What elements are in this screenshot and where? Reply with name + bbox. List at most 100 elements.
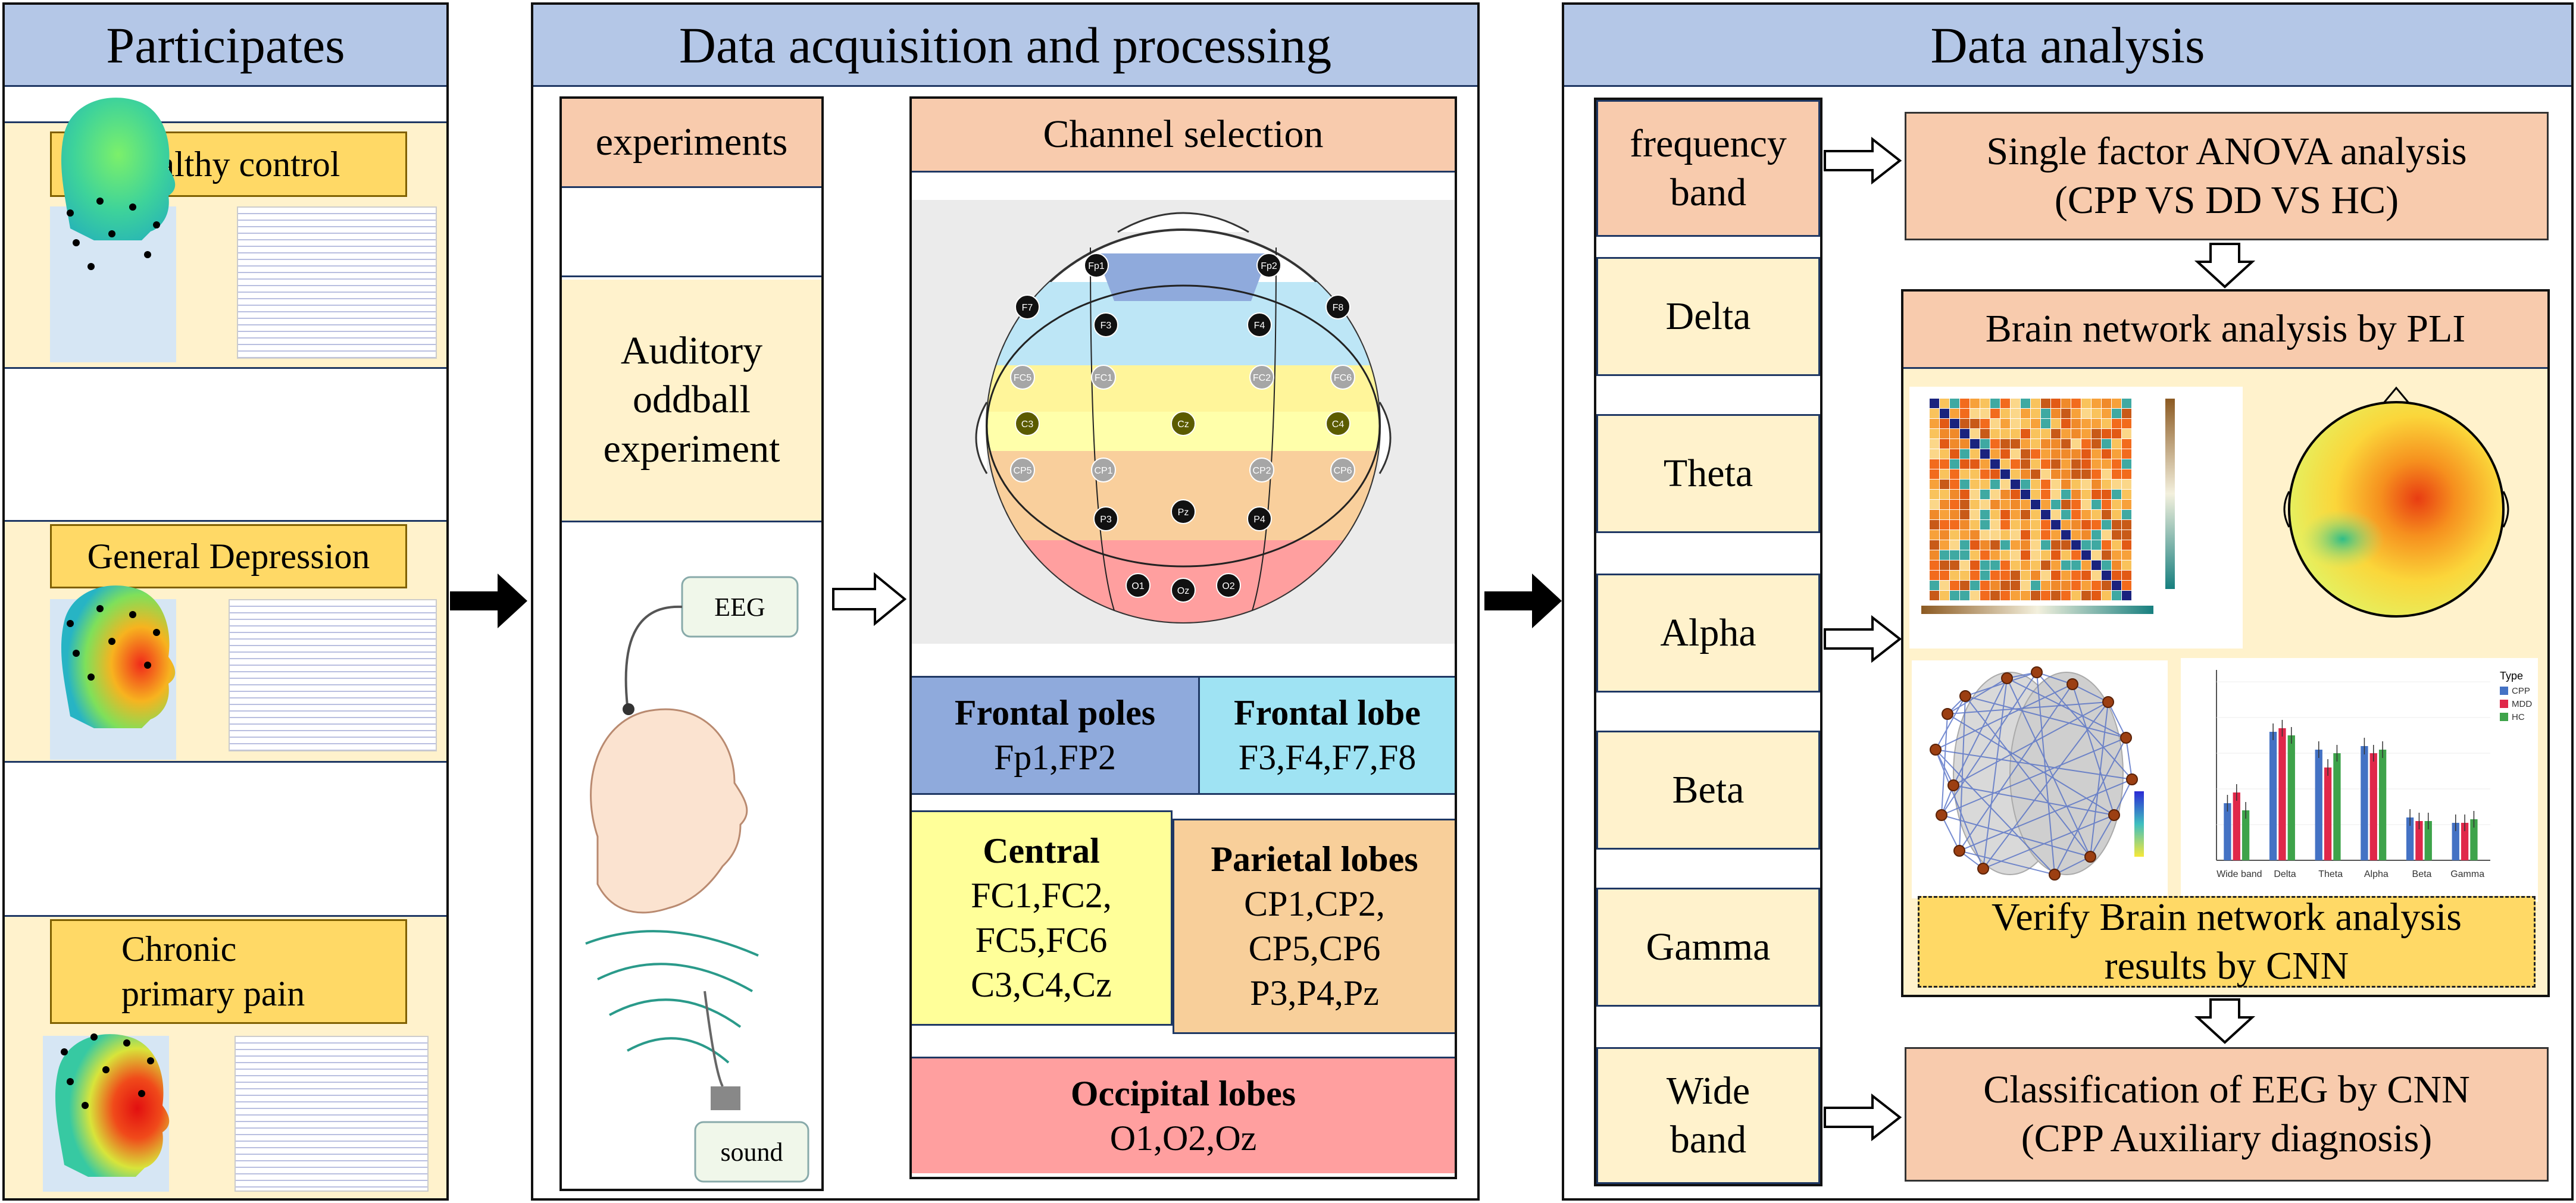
matrix-cell: [2011, 500, 2020, 509]
matrix-cell: [2041, 469, 2050, 479]
matrix-cell: [2051, 591, 2061, 600]
electrode-label: F4: [1254, 321, 1265, 331]
matrix-cell: [2031, 490, 2040, 499]
electrode-label: FC2: [1253, 373, 1271, 383]
matrix-cell: [2051, 429, 2061, 438]
electrode-dots: [61, 198, 160, 1109]
matrix-cell: [2000, 591, 2010, 600]
matrix-cell: [1980, 520, 1990, 530]
network-node: [2126, 773, 2138, 785]
matrix-cell: [2041, 459, 2050, 469]
matrix-cell: [1930, 469, 1939, 479]
matrix-cell: [2081, 419, 2091, 428]
network-node: [2084, 851, 2096, 863]
matrix-cell: [2092, 591, 2101, 600]
matrix-cell: [1930, 459, 1939, 469]
network-node: [1930, 744, 1942, 756]
band-delta: Delta: [1596, 257, 1820, 376]
matrix-cell: [1960, 520, 1969, 530]
matrix-cell: [2011, 530, 2020, 540]
network-edge: [1947, 678, 2008, 715]
network-edge: [1935, 684, 2073, 750]
matrix-cell: [2011, 581, 2020, 590]
matrix-cell: [2122, 449, 2131, 459]
matrix-cell: [2021, 520, 2030, 530]
network-edge: [1983, 678, 2008, 869]
matrix-cell: [2041, 399, 2050, 408]
matrix-cell: [1930, 500, 1939, 509]
matrix-cell: [2051, 439, 2061, 449]
eeg-trace-chronic-pain: [235, 1036, 429, 1192]
network-edge: [1935, 696, 1966, 750]
matrix-cell: [1980, 591, 1990, 600]
classify-line1: Classification of EEG by CNN: [1983, 1067, 2470, 1111]
matrix-cell: [2000, 449, 2010, 459]
matrix-cell: [1990, 571, 2000, 580]
matrix-cell: [2021, 419, 2030, 428]
matrix-cell: [2031, 591, 2040, 600]
matrix-cell: [1930, 510, 1939, 519]
matrix-cell: [1990, 581, 2000, 590]
matrix-cell: [2011, 469, 2020, 479]
matrix-cell: [1980, 490, 1990, 499]
matrix-cell: [2071, 530, 2081, 540]
network-node: [1947, 779, 1959, 791]
matrix-cell: [2081, 449, 2091, 459]
matrix-cell: [2000, 560, 2010, 570]
electrode-label: CP6: [1333, 466, 1352, 476]
matrix-cell: [2112, 560, 2121, 570]
electrode-fc5: [1010, 365, 1035, 390]
matrix-cell: [2041, 500, 2050, 509]
matrix-cell: [2102, 540, 2111, 550]
network-node: [1936, 809, 1947, 821]
matrix-cell: [2092, 439, 2101, 449]
network-edge: [1965, 696, 2091, 857]
network-edge: [2125, 737, 2133, 780]
matrix-cell: [2122, 550, 2131, 560]
network-edge: [1941, 814, 2091, 857]
band-wide-text: Wide band: [1666, 1069, 1750, 1162]
matrix-cell: [2122, 540, 2131, 550]
electrode-label: C3: [1021, 419, 1034, 430]
matrix-cell: [2122, 520, 2131, 530]
matrix-cell: [2041, 449, 2050, 459]
electrode-label: C4: [1332, 419, 1345, 430]
experiment-name: Auditory oddball experiment: [562, 280, 821, 522]
matrix-cell: [1970, 540, 1980, 550]
matrix-cell: [2071, 480, 2081, 489]
bar-hc: [2242, 810, 2250, 860]
matrix-cell: [1940, 530, 1949, 540]
matrix-cell: [2102, 439, 2111, 449]
network-edge: [2036, 672, 2055, 875]
matrix-cell: [1980, 571, 1990, 580]
network-node: [2102, 696, 2114, 708]
bar-cpp: [2315, 750, 2322, 860]
matrix-cell: [1950, 469, 1959, 479]
matrix-cell: [2092, 399, 2101, 408]
network-node: [2001, 672, 2013, 684]
electrode-label: F3: [1101, 321, 1112, 331]
bar-hc: [2424, 821, 2432, 860]
group-label-depression: General Depression: [50, 524, 407, 588]
matrix-cell: [2021, 581, 2030, 590]
electrode-label: P4: [1253, 515, 1265, 525]
region-frontal-lobe-channels: F3,F4,F7,F8: [1238, 738, 1417, 777]
matrix-cell: [1960, 560, 1969, 570]
matrix-cell: [2000, 500, 2010, 509]
matrix-cell: [1930, 490, 1939, 499]
matrix-cell: [2071, 409, 2081, 418]
electrode-o2: [1216, 573, 1241, 598]
matrix-cell: [2112, 449, 2121, 459]
verify-line1: Verify Brain network analysis: [1992, 895, 2462, 939]
network-node: [2120, 732, 2132, 744]
legend-label: CPP: [2512, 686, 2530, 696]
matrix-cell: [2000, 540, 2010, 550]
matrix-cell: [2071, 439, 2081, 449]
matrix-cell: [2102, 459, 2111, 469]
bar-cpp: [2224, 803, 2231, 860]
matrix-cell: [2031, 510, 2040, 519]
matrix-cell: [2021, 540, 2030, 550]
matrix-cell: [2031, 419, 2040, 428]
matrix-cell: [2102, 560, 2111, 570]
